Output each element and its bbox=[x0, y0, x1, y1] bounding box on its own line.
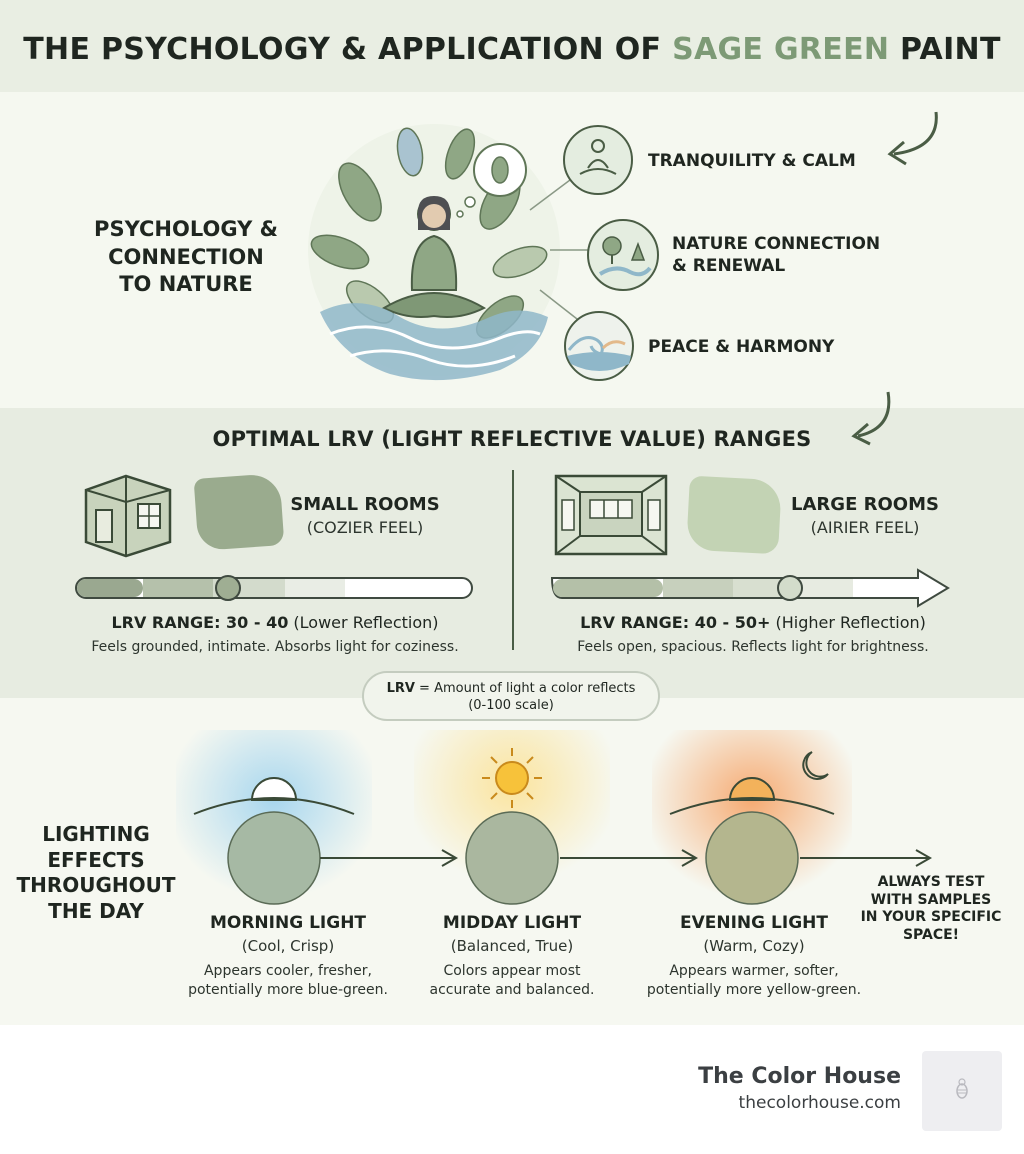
large-room-lrv-slider bbox=[550, 568, 950, 608]
moon-icon bbox=[802, 751, 829, 780]
evening-desc: Appears warmer, softer, potentially more… bbox=[600, 962, 908, 1000]
lrv-definition-scale: (0-100 scale) bbox=[468, 698, 554, 713]
morning-title: MORNING LIGHT bbox=[209, 913, 367, 933]
test-samples-tip: ALWAYS TEST WITH SAMPLES IN YOUR SPECIFI… bbox=[846, 874, 1016, 944]
landscape-icon bbox=[587, 219, 659, 291]
benefit-line: NATURE CONNECTION bbox=[672, 234, 881, 254]
sunset-icon bbox=[669, 777, 835, 815]
tip-line: SPACE! bbox=[902, 926, 960, 943]
desc-line: potentially more blue-green. bbox=[188, 981, 388, 998]
evening-title: EVENING LIGHT bbox=[680, 913, 828, 933]
evening-light-illustration bbox=[652, 730, 852, 912]
midday-subtitle: (Balanced, True) bbox=[450, 937, 574, 955]
curved-arrow-icon bbox=[851, 391, 891, 446]
thought-bubble-icon bbox=[456, 143, 527, 218]
large-room-subtitle: (AIRIER FEEL) bbox=[810, 518, 920, 537]
desc-line: accurate and balanced. bbox=[429, 981, 595, 998]
large-room-icon bbox=[554, 474, 668, 556]
midday-swatch bbox=[465, 811, 559, 905]
benefit-tranquility: TRANQUILITY & CALM bbox=[648, 150, 908, 172]
benefit-line: PEACE & HARMONY bbox=[648, 337, 835, 357]
small-room-title: SMALL ROOMS bbox=[290, 494, 440, 515]
large-room-title: LARGE ROOMS bbox=[791, 494, 939, 515]
benefit-line: & RENEWAL bbox=[672, 256, 786, 277]
curved-arrow-icon bbox=[887, 111, 938, 166]
timeline-arrows bbox=[320, 849, 933, 867]
lighting-label-line: LIGHTING bbox=[42, 822, 150, 846]
lrv-definition-pill: LRV = Amount of light a color reflects (… bbox=[362, 671, 660, 721]
midday-light-illustration bbox=[414, 730, 610, 912]
lighting-label-line: THE DAY bbox=[48, 898, 144, 923]
benefit-peace: PEACE & HARMONY bbox=[648, 336, 908, 358]
evening-subtitle: (Warm, Cozy) bbox=[703, 937, 805, 955]
small-room-icon bbox=[84, 474, 172, 558]
lrv-range-label: LRV RANGE: 40 - 50+ bbox=[580, 613, 771, 632]
lighting-label-line: THROUGHOUT bbox=[16, 873, 176, 898]
tip-line: ALWAYS TEST bbox=[877, 874, 985, 890]
desc-line: Appears cooler, fresher, bbox=[203, 963, 372, 979]
morning-swatch bbox=[227, 811, 321, 905]
water-waves-icon bbox=[320, 303, 548, 381]
morning-light-illustration bbox=[176, 730, 372, 912]
title-prefix: THE PSYCHOLOGY & APPLICATION OF bbox=[23, 32, 673, 67]
midday-desc: Colors appear most accurate and balanced… bbox=[364, 962, 660, 1000]
large-room-lrv-range: LRV RANGE: 40 - 50+ (Higher Reflection) bbox=[518, 613, 988, 632]
desc-line: Appears warmer, softer, bbox=[669, 963, 839, 979]
small-room-swatch bbox=[193, 473, 285, 551]
benefit-line: TRANQUILITY & CALM bbox=[648, 151, 856, 171]
lrv-definition-text: = Amount of light a color reflects bbox=[414, 681, 636, 696]
small-room-lrv-slider bbox=[75, 575, 473, 601]
title-highlight: SAGE GREEN bbox=[672, 32, 890, 67]
desc-line: potentially more yellow-green. bbox=[646, 981, 862, 998]
lrv-range-label: LRV RANGE: 30 - 40 bbox=[111, 613, 289, 632]
title-suffix: PAINT bbox=[889, 32, 1001, 67]
lrv-range-note: (Lower Reflection) bbox=[288, 613, 439, 632]
footer-band bbox=[0, 1025, 1024, 1154]
evening-swatch bbox=[705, 811, 799, 905]
brand-url[interactable]: thecolorhouse.com bbox=[738, 1093, 901, 1113]
meditation-illustration bbox=[308, 124, 560, 381]
title-band bbox=[0, 0, 1024, 92]
meditation-icon bbox=[563, 125, 633, 195]
morning-subtitle: (Cool, Crisp) bbox=[241, 937, 335, 955]
brand-name: The Color House bbox=[698, 1064, 901, 1089]
benefit-nature-connection: NATURE CONNECTION & RENEWAL bbox=[672, 233, 932, 277]
lrv-heading: OPTIMAL LRV (LIGHT REFLECTIVE VALUE) RAN… bbox=[212, 427, 812, 451]
large-room-swatch bbox=[686, 475, 782, 555]
midday-title: MIDDAY LIGHT bbox=[442, 913, 582, 933]
page-title: THE PSYCHOLOGY & APPLICATION OF SAGE GRE… bbox=[0, 32, 1024, 67]
bee-icon bbox=[956, 1078, 968, 1099]
lighting-label: LIGHTING EFFECTS THROUGHOUT THE DAY bbox=[6, 822, 186, 924]
psychology-label: PSYCHOLOGY & CONNECTION TO NATURE bbox=[70, 216, 302, 299]
desc-line: Colors appear most bbox=[443, 963, 581, 979]
small-room-subtitle: (COZIER FEEL) bbox=[306, 518, 424, 537]
sun-icon bbox=[482, 748, 542, 808]
wave-icon bbox=[564, 311, 634, 381]
psychology-label-line: TO NATURE bbox=[119, 272, 253, 297]
meditating-person-icon bbox=[381, 196, 487, 318]
small-room-lrv-range: LRV RANGE: 30 - 40 (Lower Reflection) bbox=[40, 613, 510, 632]
psychology-label-line: CONNECTION bbox=[108, 244, 264, 269]
lrv-range-note: (Higher Reflection) bbox=[770, 613, 926, 632]
sunrise-icon bbox=[193, 777, 355, 815]
small-room-lrv-desc: Feels grounded, intimate. Absorbs light … bbox=[91, 639, 459, 655]
large-room-lrv-desc: Feels open, spacious. Reflects light for… bbox=[577, 639, 929, 655]
tip-line: IN YOUR SPECIFIC bbox=[860, 909, 1002, 925]
psychology-label-line: PSYCHOLOGY & bbox=[94, 217, 278, 241]
brand-logo bbox=[922, 1051, 1002, 1131]
tip-line: WITH SAMPLES bbox=[870, 891, 992, 908]
lighting-label-line: EFFECTS bbox=[47, 847, 145, 872]
morning-desc: Appears cooler, fresher, potentially mor… bbox=[140, 962, 436, 1000]
section-divider bbox=[512, 470, 514, 650]
lrv-definition-term: LRV bbox=[386, 681, 415, 696]
